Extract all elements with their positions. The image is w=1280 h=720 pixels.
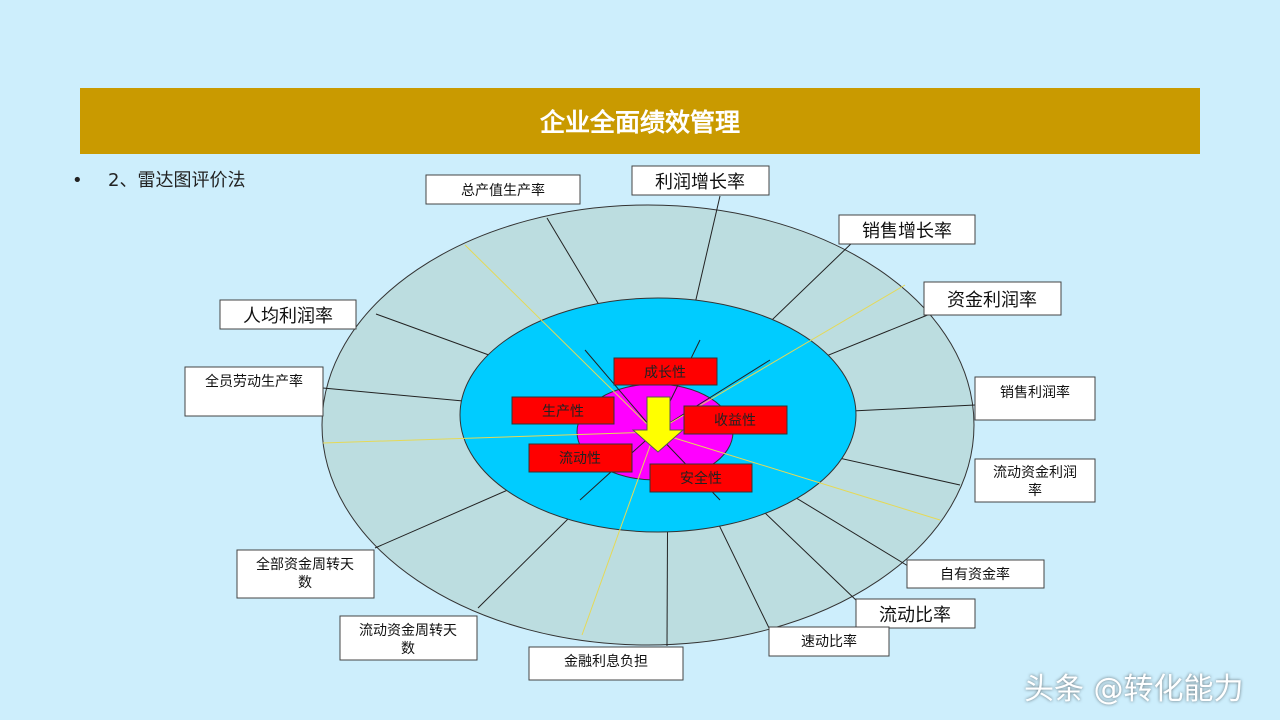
indicator-total-capital-turnover: 全部资金周转天数: [236, 549, 375, 599]
indicator-box: [236, 549, 375, 599]
indicator-sales-profit: 销售利润率: [974, 376, 1096, 421]
indicator-label: 流动资金利润率: [993, 465, 1077, 499]
category-liquidity: 流动性: [528, 443, 633, 473]
category-label: 生产性: [542, 404, 584, 420]
indicator-label: 资金利润率: [947, 290, 1037, 311]
indicator-capital-profit: 资金利润率: [923, 281, 1062, 316]
center-arrow-icon: [631, 396, 685, 453]
indicator-box: [974, 458, 1096, 503]
indicator-label: 销售利润率: [1000, 384, 1070, 401]
indicator-sales-growth: 销售增长率: [838, 214, 976, 245]
indicator-box: [855, 598, 976, 629]
spoke: [654, 359, 771, 433]
indicator-label: 自有资金率: [940, 566, 1010, 583]
indicator-box: [768, 626, 890, 657]
indicator-box: [838, 214, 976, 245]
indicator-label: 流动资金周转天数: [359, 623, 457, 657]
category-box: [683, 405, 788, 435]
category-box: [528, 443, 633, 473]
guide-line: [654, 431, 941, 521]
indicator-label: 流动比率: [879, 605, 951, 626]
guide-line: [581, 431, 656, 636]
indicator-label: 全部资金周转天数: [256, 556, 354, 591]
indicator-quick-ratio: 速动比率: [768, 626, 890, 657]
indicator-box: [219, 299, 357, 330]
spoke: [584, 349, 656, 433]
indicator-profit-growth: 利润增长率: [631, 165, 770, 196]
indicator-box: [923, 281, 1062, 316]
indicator-label: 总产值生产率: [461, 182, 545, 199]
watermark: 头条 @转化能力: [1024, 672, 1244, 707]
category-box: [511, 396, 615, 425]
indicator-label: 金融利息负担: [564, 653, 648, 670]
category-growth: 成长性: [613, 357, 718, 386]
bullet-item: • 2、雷达图评价法: [72, 166, 245, 192]
indicator-current-ratio: 流动比率: [855, 598, 976, 629]
indicator-box: [631, 165, 770, 196]
indicator-box: [974, 376, 1096, 421]
indicator-label: 速动比率: [801, 633, 857, 650]
guide-line: [322, 431, 656, 444]
indicator-financial-interest: 金融利息负担: [528, 646, 684, 681]
category-label: 流动性: [559, 451, 601, 467]
indicator-working-capital-turnover: 流动资金周转天数: [339, 615, 478, 661]
indicator-labor-productivity: 全员劳动生产率: [184, 366, 324, 417]
indicator-total-output: 总产值生产率: [425, 174, 581, 205]
category-safety: 安全性: [649, 463, 753, 493]
indicator-label: 人均利润率: [243, 306, 333, 327]
indicator-working-capital-profit: 流动资金利润率: [974, 458, 1096, 503]
category-label: 安全性: [680, 470, 722, 487]
indicator-box: [184, 366, 324, 417]
category-box: [613, 357, 718, 386]
bullet-text: 2、雷达图评价法: [108, 170, 246, 191]
category-label: 成长性: [644, 365, 686, 381]
slide-title: 企业全面绩效管理: [80, 88, 1200, 154]
category-profitability: 收益性: [683, 405, 788, 435]
category-label: 收益性: [714, 413, 756, 429]
indicator-label: 销售增长率: [862, 221, 952, 242]
indicator-label: 利润增长率: [655, 172, 745, 193]
indicator-box: [339, 615, 478, 661]
guide-line: [464, 244, 656, 433]
indicator-equity-ratio: 自有资金率: [906, 559, 1045, 589]
indicator-box: [425, 174, 581, 205]
category-box: [649, 463, 753, 493]
indicator-box: [906, 559, 1045, 589]
indicator-per-capita-profit: 人均利润率: [219, 299, 357, 330]
category-productivity: 生产性: [511, 396, 615, 425]
bullet-dot: •: [72, 170, 83, 191]
indicator-label: 全员劳动生产率: [205, 373, 303, 390]
indicator-box: [528, 646, 684, 681]
